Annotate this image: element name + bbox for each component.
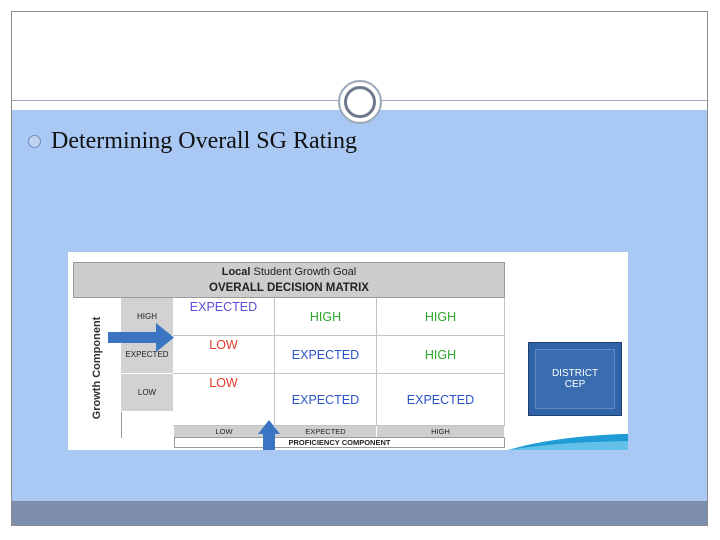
- cell-r1-c1: EXPECTED: [173, 298, 275, 336]
- col-label-high: HIGH: [377, 426, 505, 437]
- bullet-icon: [28, 135, 41, 148]
- cell-r2-c3: HIGH: [377, 336, 505, 374]
- matrix-title-rest: Student Growth Goal: [250, 266, 357, 278]
- district-cep-box: DISTRICT CEP: [528, 342, 622, 416]
- growth-axis: Growth Component: [73, 298, 122, 438]
- bullet-text: Determining Overall SG Rating: [51, 128, 357, 154]
- matrix-title: Local Student Growth Goal OVERALL DECISI…: [73, 262, 505, 298]
- cell-r1-c2: HIGH: [275, 298, 377, 336]
- slide-frame: Determining Overall SG Rating Local Stud…: [11, 11, 708, 526]
- up-arrow-icon: [258, 420, 280, 450]
- swoosh-graphic: [508, 433, 628, 450]
- cell-r3-c3: EXPECTED: [377, 374, 505, 426]
- proficiency-axis-label: PROFICIENCY COMPONENT: [174, 437, 505, 448]
- cell-r1-c3: HIGH: [377, 298, 505, 336]
- cell-r2-c1: LOW: [173, 336, 275, 374]
- row-label-low: LOW: [121, 374, 173, 412]
- district-label: DISTRICT: [551, 368, 599, 379]
- cell-r2-c2: EXPECTED: [275, 336, 377, 374]
- matrix-title-local: Local: [221, 266, 251, 278]
- col-label-expected: EXPECTED: [275, 426, 377, 437]
- decision-matrix-image: Local Student Growth Goal OVERALL DECISI…: [68, 252, 628, 450]
- cell-r3-c1: LOW: [173, 374, 275, 426]
- row-label-high: HIGH: [121, 298, 173, 336]
- cell-r3-c2: EXPECTED: [275, 374, 377, 426]
- bullet-item: Determining Overall SG Rating: [28, 128, 357, 155]
- slide-footer-band: [12, 501, 707, 525]
- cep-label: CEP: [564, 379, 586, 390]
- right-arrow-icon: [108, 323, 174, 352]
- matrix-subtitle: OVERALL DECISION MATRIX: [209, 282, 369, 294]
- ring-ornament-icon: [338, 80, 382, 124]
- arrows-layer: [108, 323, 280, 450]
